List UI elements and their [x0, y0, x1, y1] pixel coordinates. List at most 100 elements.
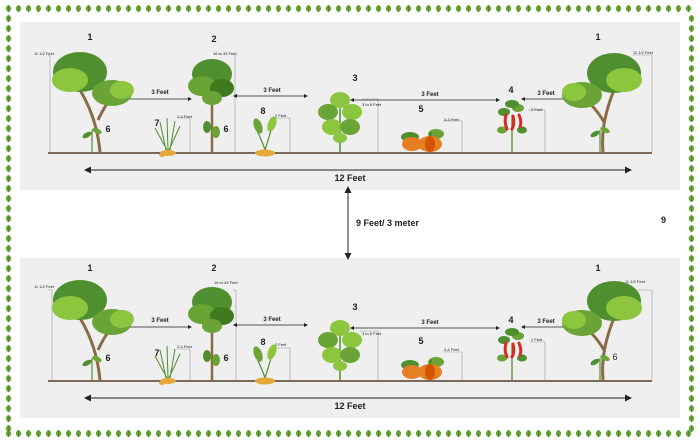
- border-leaf: [5, 134, 12, 143]
- spacing-label: 3 Feet: [421, 92, 439, 98]
- border-leaf: [688, 134, 695, 143]
- border-leaf: [545, 4, 552, 13]
- border-leaf: [688, 264, 695, 273]
- spacing-label: 3 Feet: [421, 320, 439, 326]
- spacing-label: 3 Feet: [263, 317, 281, 323]
- border-leaf: [688, 354, 695, 363]
- height-label: 2 Feet: [275, 113, 287, 118]
- border-leaf: [595, 4, 602, 13]
- border-leaf: [5, 344, 12, 353]
- border-leaf: [565, 4, 572, 13]
- border-leaf: [55, 4, 62, 13]
- panel-top: [48, 52, 653, 174]
- border-leaf: [688, 294, 695, 303]
- border-leaf: [5, 24, 12, 33]
- border-leaf: [5, 84, 12, 93]
- border-leaf: [688, 174, 695, 183]
- border-leaf: [5, 64, 12, 73]
- height-label: 11 1/2 Feet: [34, 51, 54, 56]
- border-leaf: [115, 4, 122, 13]
- border-leaf: [205, 429, 212, 438]
- height-label: 3-4 Feet: [444, 347, 459, 352]
- border-leaf: [688, 364, 695, 373]
- border-leaf: [345, 429, 352, 438]
- border-leaf: [425, 4, 432, 13]
- border-leaf: [5, 4, 12, 13]
- border-leaf: [95, 429, 102, 438]
- border-leaf: [665, 4, 672, 13]
- border-leaf: [75, 4, 82, 13]
- border-leaf: [135, 429, 142, 438]
- spacing-label: 3 Feet: [151, 90, 169, 96]
- border-leaf: [5, 114, 12, 123]
- border-leaf: [535, 429, 542, 438]
- height-label: 11 1/2 Feet: [625, 279, 645, 284]
- plant-number-label: 5: [418, 104, 424, 114]
- border-leaf: [5, 354, 12, 363]
- height-label: 2 Feet: [531, 337, 543, 342]
- tree-illustration: [562, 53, 642, 153]
- border-leaf: [688, 284, 695, 293]
- border-leaf: [95, 4, 102, 13]
- border-leaf: [5, 264, 12, 273]
- row-width-label: 12 Feet: [334, 401, 366, 411]
- plant-number-label: 7: [154, 118, 160, 128]
- plant-number-label: 8: [260, 337, 266, 347]
- border-leaf: [365, 4, 372, 13]
- border-leaf: [525, 429, 532, 438]
- border-leaf: [5, 154, 12, 163]
- border-leaf: [325, 429, 332, 438]
- border-leaf: [215, 429, 222, 438]
- border-leaf: [5, 244, 12, 253]
- border-leaf: [195, 429, 202, 438]
- border-leaf: [235, 429, 242, 438]
- spacing-label: 3 Feet: [151, 318, 169, 324]
- border-leaf: [65, 429, 72, 438]
- border-leaf: [15, 429, 22, 438]
- border-leaf: [5, 304, 12, 313]
- border-leaf: [688, 34, 695, 43]
- border-leaf: [625, 4, 632, 13]
- border-leaf: [495, 429, 502, 438]
- plant-number-label: 6: [105, 124, 111, 134]
- border-leaf: [688, 254, 695, 263]
- border-leaf: [635, 429, 642, 438]
- border-leaf: [135, 4, 142, 13]
- border-leaf: [515, 429, 522, 438]
- ginger-illustration: [253, 344, 277, 385]
- border-leaf: [5, 14, 12, 23]
- border-leaf: [285, 429, 292, 438]
- border-leaf: [255, 4, 262, 13]
- border-leaf: [215, 4, 222, 13]
- border-leaf: [5, 164, 12, 173]
- border-leaf: [5, 74, 12, 83]
- border-leaf: [415, 4, 422, 13]
- border-leaf: [105, 4, 112, 13]
- border-leaf: [5, 214, 12, 223]
- border-leaf: [165, 429, 172, 438]
- panel-bottom: [48, 280, 653, 402]
- border-leaf: [45, 4, 52, 13]
- height-markers: [48, 289, 653, 380]
- border-leaf: [415, 429, 422, 438]
- border-leaf: [688, 104, 695, 113]
- border-leaf: [435, 429, 442, 438]
- border-leaf: [5, 414, 12, 423]
- plant-number-label: 1: [595, 263, 601, 273]
- seedling-illustration: [590, 354, 610, 380]
- border-leaf: [275, 429, 282, 438]
- border-leaf: [285, 4, 292, 13]
- spacing-label: 3 Feet: [537, 91, 555, 97]
- border-leaf: [265, 4, 272, 13]
- plant-number-label: 3: [352, 73, 358, 83]
- border-leaf: [688, 154, 695, 163]
- border-leaf: [5, 224, 12, 233]
- border-leaf: [5, 104, 12, 113]
- border-leaf: [675, 429, 682, 438]
- border-leaf: [445, 4, 452, 13]
- plant-number-label: 6: [223, 353, 229, 363]
- border-leaf: [545, 429, 552, 438]
- border-leaf: [605, 429, 612, 438]
- border-leaf: [305, 4, 312, 13]
